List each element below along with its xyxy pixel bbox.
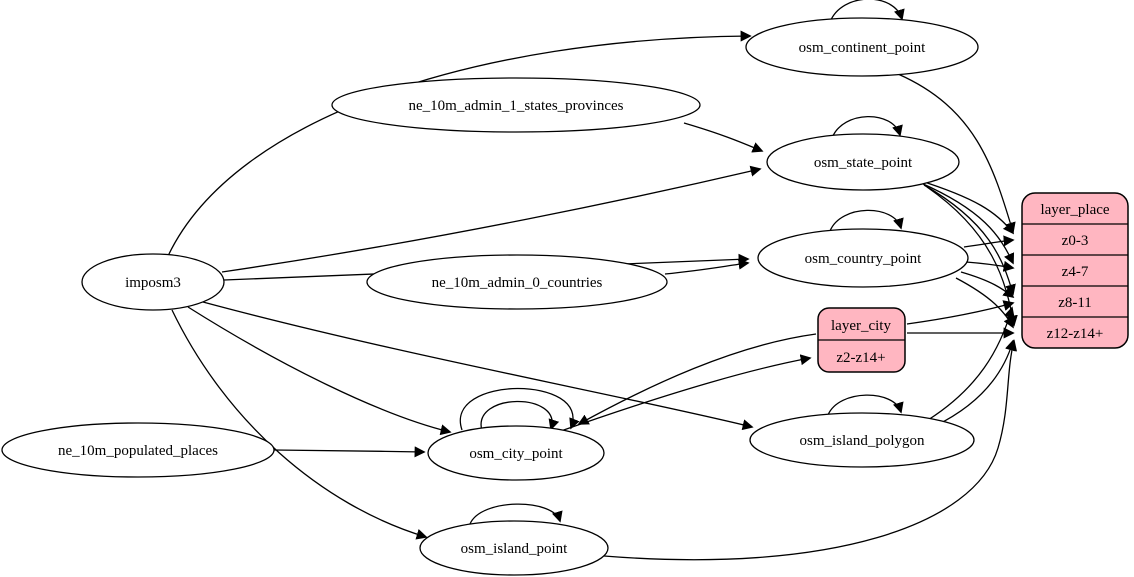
layer_city-row-z2-z14: z2-z14+ — [836, 350, 885, 366]
ne_10m_admin_1_states_provinces-shape — [331, 77, 701, 133]
osm_state_point-label: osm_state_point — [814, 155, 913, 171]
node-osm_country_point: osm_country_point — [757, 228, 969, 288]
ne_10m_admin_0_countries-shape — [366, 254, 668, 310]
osm_city_point-shape — [427, 425, 605, 481]
layer_city-title: layer_city — [831, 318, 891, 334]
edge-osm_city_point-layer_city-z2-z14 — [557, 354, 812, 433]
edge-ne_10m_admin_1_states_provinces-osm_state_point — [683, 122, 764, 153]
edge-layer_city-layer_place-z8-11 — [906, 300, 1015, 325]
osm_island_polygon-label: osm_island_polygon — [799, 433, 925, 449]
node-ne_10m_admin_1_states_provinces: ne_10m_admin_1_states_provinces — [331, 77, 701, 133]
imposm3-shape — [81, 253, 225, 311]
layer_place-row-z4-7: z4-7 — [1062, 264, 1089, 280]
node-osm_continent_point: osm_continent_point — [745, 17, 979, 77]
osm_island_point-label: osm_island_point — [461, 541, 569, 557]
ne_10m_admin_0_countries-label: ne_10m_admin_0_countries — [432, 275, 603, 291]
edge-imposm3-osm_continent_point — [167, 30, 752, 257]
layer_place-title: layer_place — [1040, 202, 1109, 218]
edge-osm_island_point-layer_place-z12-z14 — [603, 339, 1018, 561]
node-ne_10m_populated_places: ne_10m_populated_places — [1, 422, 275, 478]
osm_continent_point-label: osm_continent_point — [799, 40, 926, 56]
node-osm_city_point: osm_city_point — [427, 425, 605, 481]
record-layer_city: layer_city z2-z14+ — [817, 307, 906, 373]
imposm3-label: imposm3 — [125, 275, 181, 291]
node-osm_island_polygon: osm_island_polygon — [749, 412, 975, 468]
edge-osm_island_polygon-layer_place-z8-11 — [927, 306, 1015, 421]
edge-ne_10m_populated_places-osm_city_point — [273, 446, 426, 458]
layer_place-row-z12-z14: z12-z14+ — [1047, 326, 1104, 342]
osm_city_point-label: osm_city_point — [469, 446, 563, 462]
edge-osm_country_point-layer_place-z0-3 — [963, 235, 1015, 248]
selfloop-osm_state_point — [831, 116, 903, 139]
selfloop-osm_continent_point — [829, 0, 905, 23]
edge-osm_continent_point-layer_place-z0-3 — [897, 73, 1016, 234]
ne_10m_admin_1_states_provinces-label: ne_10m_admin_1_states_provinces — [409, 98, 624, 114]
layer_place-row-z8-11: z8-11 — [1058, 295, 1092, 311]
ne_10m_populated_places-label: ne_10m_populated_places — [58, 443, 218, 459]
layer_place-row-z0-3: z0-3 — [1062, 233, 1089, 249]
selfloop-osm_city_point-inner — [480, 400, 560, 432]
node-imposm3: imposm3 — [81, 253, 225, 311]
edge-imposm3-osm_city_point — [187, 306, 452, 436]
node-osm_island_point: osm_island_point — [419, 520, 609, 576]
osm_island_point-shape — [419, 520, 609, 576]
osm_country_point-label: osm_country_point — [805, 251, 922, 267]
edge-osm_country_point-layer_place-z8-11 — [960, 271, 1015, 299]
osm_country_point-shape — [757, 228, 969, 288]
edge-osm_state_point-layer_place-z0-3 — [917, 179, 1015, 235]
edge-osm_island_polygon-layer_place-z12-z14 — [934, 339, 1016, 427]
edge-imposm3-osm_state_point — [221, 165, 762, 273]
edge-osm_country_point-layer_place-z4-7 — [965, 260, 1015, 272]
edge-ne_10m_admin_0_countries-osm_country_point — [664, 258, 750, 275]
edge-osm_state_point-layer_place-z4-7 — [920, 182, 1015, 265]
selfloop-osm_country_point — [829, 209, 904, 232]
node-osm_state_point: osm_state_point — [766, 133, 960, 191]
selfloop-osm_city_point-outer — [459, 387, 580, 431]
record-layer_place: layer_place z0-3 z4-7 z8-11 z12-z14+ — [1021, 192, 1129, 349]
selfloop-osm_island_point — [469, 503, 563, 525]
edge-layer_city-osm_city_point — [577, 333, 817, 425]
edge-layer — [167, 0, 1018, 561]
osm_state_point-shape — [766, 133, 960, 191]
edge-osm_country_point-layer_place-z12-z14 — [955, 277, 1014, 329]
layer_place-box — [1021, 192, 1129, 349]
node-ne_10m_admin_0_countries: ne_10m_admin_0_countries — [366, 254, 668, 310]
edge-imposm3-osm_island_point — [171, 309, 428, 540]
ne_10m_populated_places-shape — [1, 422, 275, 478]
selfloop-osm_island_polygon — [827, 394, 904, 416]
osm_continent_point-shape — [745, 17, 979, 77]
osm_island_polygon-shape — [749, 412, 975, 468]
edge-imposm3-osm_island_polygon — [202, 301, 754, 431]
edge-osm_state_point-layer_place-z8-11 — [923, 184, 1016, 296]
